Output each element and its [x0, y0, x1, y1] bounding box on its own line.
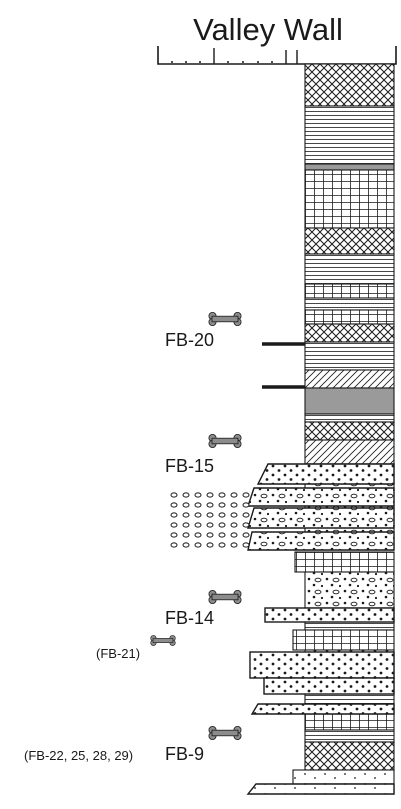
label-fb-9: FB-9 — [165, 744, 204, 764]
label-fb-21: (FB-21) — [96, 646, 140, 661]
conglomerate-clasts — [170, 490, 250, 552]
bone-icon — [150, 635, 176, 646]
label-fb-15: FB-15 — [165, 456, 214, 476]
sandstone-lenses — [246, 463, 395, 795]
grain-size-scale — [157, 46, 397, 65]
label-fb-14: FB-14 — [165, 608, 214, 628]
label-fb-20: FB-20 — [165, 330, 214, 350]
bone-icon — [208, 726, 242, 740]
bone-icon — [208, 590, 242, 604]
bone-icon — [208, 312, 242, 326]
label-fb-9-extra: (FB-22, 25, 28, 29) — [24, 748, 133, 763]
diagram-title: Valley Wall — [193, 12, 343, 47]
bone-icon — [208, 434, 242, 448]
